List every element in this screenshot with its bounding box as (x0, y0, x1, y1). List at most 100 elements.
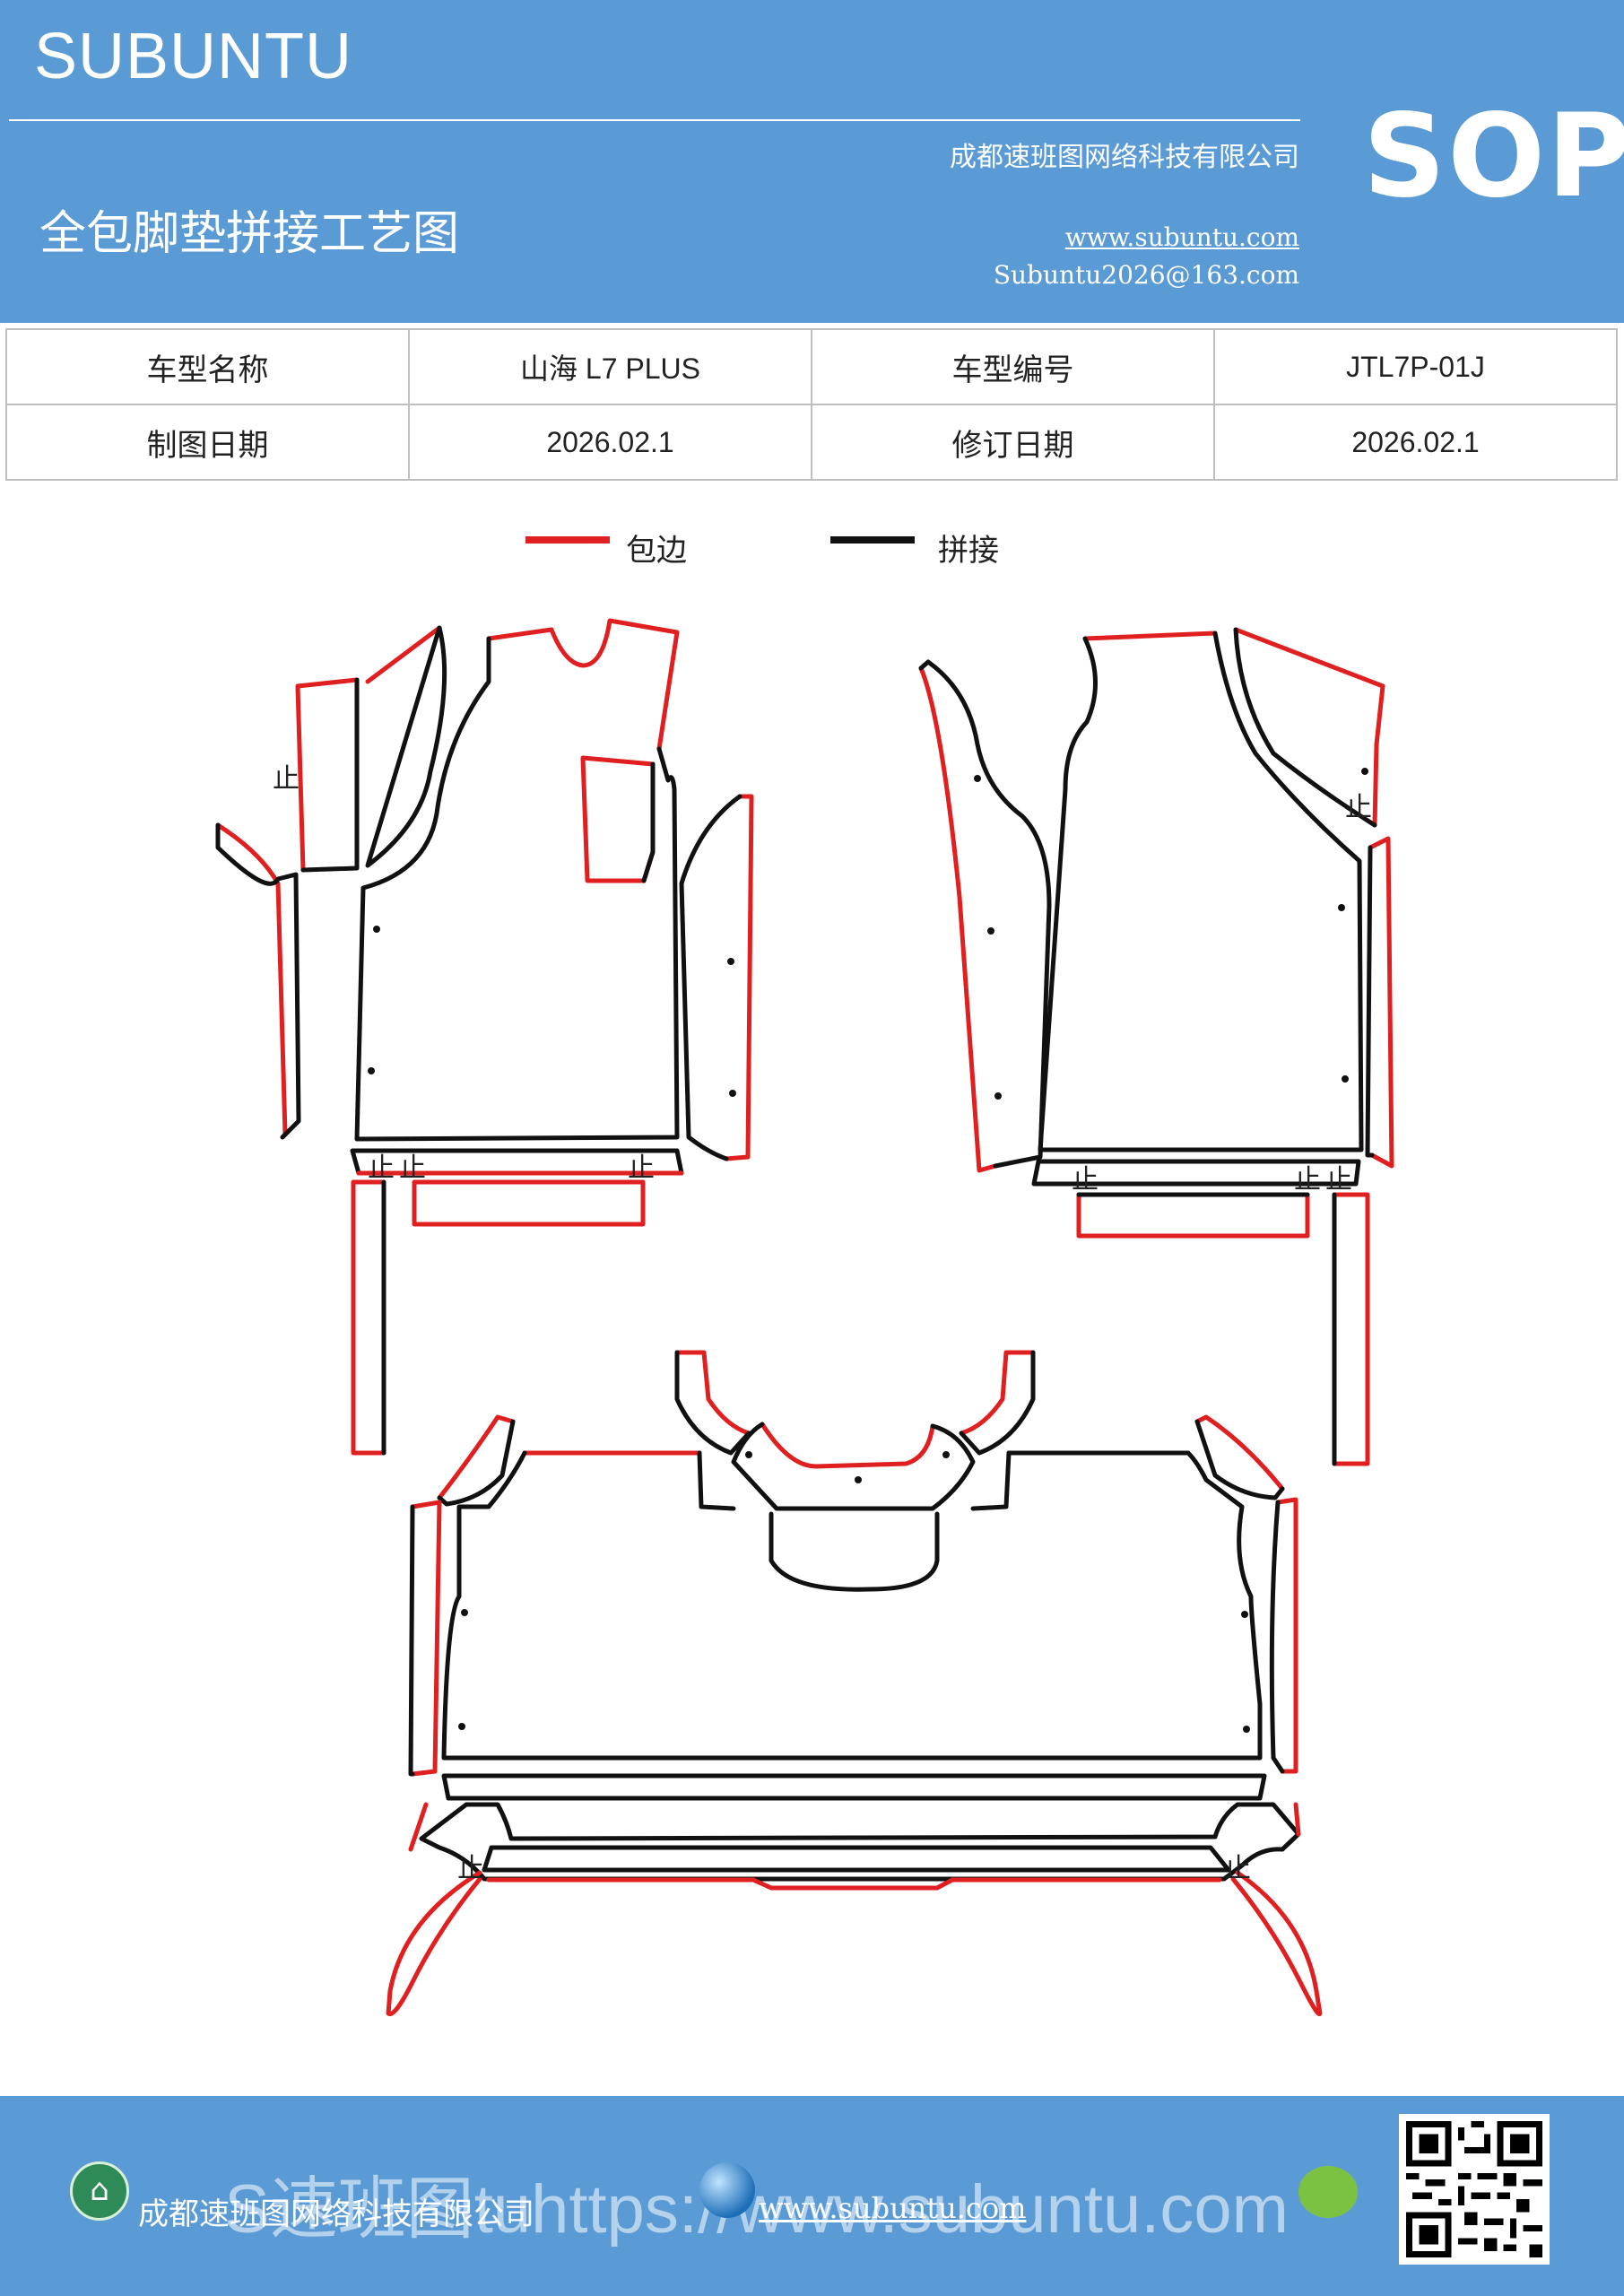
right-front-mat-group (918, 627, 1394, 1466)
mat-clip-dot (368, 1067, 375, 1074)
mat-clip-dot (1361, 768, 1368, 775)
stop-marker: 止 (399, 1152, 426, 1184)
mat-piece (1233, 627, 1377, 828)
mat-clip-dot (373, 926, 380, 933)
mat-piece (1233, 627, 1385, 828)
mat-piece (1082, 631, 1218, 641)
globe-icon (699, 2162, 755, 2218)
revision-date-label: 修订日期 (811, 404, 1215, 481)
wechat-icon (1298, 2166, 1358, 2218)
stop-marker: 止 (1294, 1164, 1321, 1196)
mat-piece (486, 618, 680, 752)
header-banner: SUBUNTU SOP 成都速班图网络科技有限公司 全包脚垫拼接工艺图 www.… (0, 0, 1624, 323)
legend-edge-swatch (525, 536, 610, 544)
mat-clip-dot (974, 775, 981, 782)
model-code-value: JTL7P-01J (1213, 328, 1618, 405)
left-front-mat-group (215, 618, 754, 1456)
stop-marker: 止 (457, 1853, 484, 1884)
mat-clip-dot (942, 1451, 950, 1458)
draw-date-label: 制图日期 (5, 404, 410, 481)
building-icon: ⌂ (70, 2161, 129, 2221)
model-name-label: 车型名称 (5, 328, 410, 405)
qr-code-icon (1406, 2121, 1542, 2257)
mat-piece (731, 1422, 976, 1511)
mat-piece (354, 636, 680, 1142)
mat-piece (365, 625, 447, 868)
mat-piece (486, 1877, 1222, 1891)
mat-piece (697, 1450, 736, 1511)
mat-piece (386, 1870, 482, 2016)
revision-date-value: 2026.02.1 (1213, 404, 1618, 481)
legend-edge-label: 包边 (626, 533, 687, 569)
stop-marker: 止 (368, 1152, 395, 1184)
mat-piece (959, 1350, 1036, 1436)
mat-piece (1076, 1192, 1310, 1239)
mat-piece (441, 1450, 1263, 1761)
mat-clip-dot (458, 1723, 465, 1730)
stop-marker: 止 (1224, 1853, 1251, 1884)
sop-badge: SOP (1363, 90, 1624, 223)
mat-piece (215, 822, 301, 1140)
mat-clip-dot (1338, 904, 1345, 911)
legend: 包边 拼接 (525, 526, 1153, 570)
model-name-value: 山海 L7 PLUS (408, 328, 812, 405)
mat-piece (437, 1419, 516, 1507)
mat-piece (1332, 1192, 1370, 1466)
qr-code (1399, 2114, 1550, 2265)
draw-date-value: 2026.02.1 (408, 404, 812, 481)
mat-clip-dot (727, 958, 734, 965)
mat-clip-dot (994, 1092, 1002, 1100)
stop-marker: 止 (1345, 792, 1372, 823)
table-row: 制图日期 2026.02.1 修订日期 2026.02.1 (5, 404, 1618, 481)
mat-piece (300, 677, 360, 873)
mat-piece (351, 1179, 386, 1456)
mat-piece (918, 665, 998, 1173)
mat-clip-dot (729, 1090, 736, 1097)
stop-marker: 止 (273, 763, 300, 795)
mat-piece (1368, 836, 1394, 1169)
mat-piece (419, 1802, 1301, 1882)
mat-piece (1194, 1414, 1285, 1492)
mat-clip-dot (1342, 1075, 1349, 1083)
mat-piece (1038, 631, 1364, 1152)
mat-piece (959, 1350, 1036, 1456)
mat-piece (408, 1504, 415, 1777)
mat-piece (408, 1802, 429, 1852)
mat-piece (412, 1179, 646, 1227)
page-title: 全包脚垫拼接工艺图 (39, 207, 460, 261)
footer-watermark: S速班图tuhttps://www.subuntu.com (224, 2171, 1289, 2248)
mat-piece (1275, 1497, 1298, 1774)
mat-piece (580, 755, 656, 883)
header-website-link[interactable]: www.subuntu.com (1064, 222, 1299, 252)
footer-website-link[interactable]: www.subuntu.com (759, 2191, 1027, 2225)
footer-company-name: 成都速班图网络科技有限公司 (138, 2196, 534, 2232)
mat-piece (679, 794, 743, 1161)
mat-clip-dot (1241, 1611, 1248, 1618)
mat-clip-dot (1243, 1726, 1250, 1733)
mat-piece (674, 1350, 751, 1436)
header-divider (9, 119, 1300, 121)
mat-piece (674, 1350, 751, 1456)
stop-marker: 止 (628, 1152, 655, 1184)
mat-piece (1293, 1802, 1301, 1837)
header-company-name: 成都速班图网络科技有限公司 (950, 142, 1299, 173)
mat-clip-dot (855, 1476, 862, 1483)
mat-piece (1230, 1870, 1323, 2017)
mat-piece (724, 794, 754, 1161)
brand-logo-text: SUBUNTU (34, 21, 353, 92)
mat-piece (760, 1422, 935, 1469)
vehicle-info-table: 车型名称 山海 L7 PLUS 车型编号 JTL7P-01J 制图日期 2026… (5, 328, 1618, 481)
mat-piece (641, 761, 656, 883)
table-row: 车型名称 山海 L7 PLUS 车型编号 JTL7P-01J (5, 328, 1618, 405)
legend-seam-label: 拼接 (938, 533, 999, 569)
mat-piece (295, 677, 360, 873)
mat-piece (769, 1511, 940, 1592)
mat-piece (365, 625, 442, 684)
mat-piece (918, 659, 1052, 1169)
mat-clip-dot (745, 1451, 752, 1458)
stop-marker: 止 (1325, 1164, 1352, 1196)
mat-clip-dot (461, 1609, 468, 1616)
rear-mat-group (386, 1350, 1323, 2017)
legend-seam-swatch (830, 536, 915, 544)
